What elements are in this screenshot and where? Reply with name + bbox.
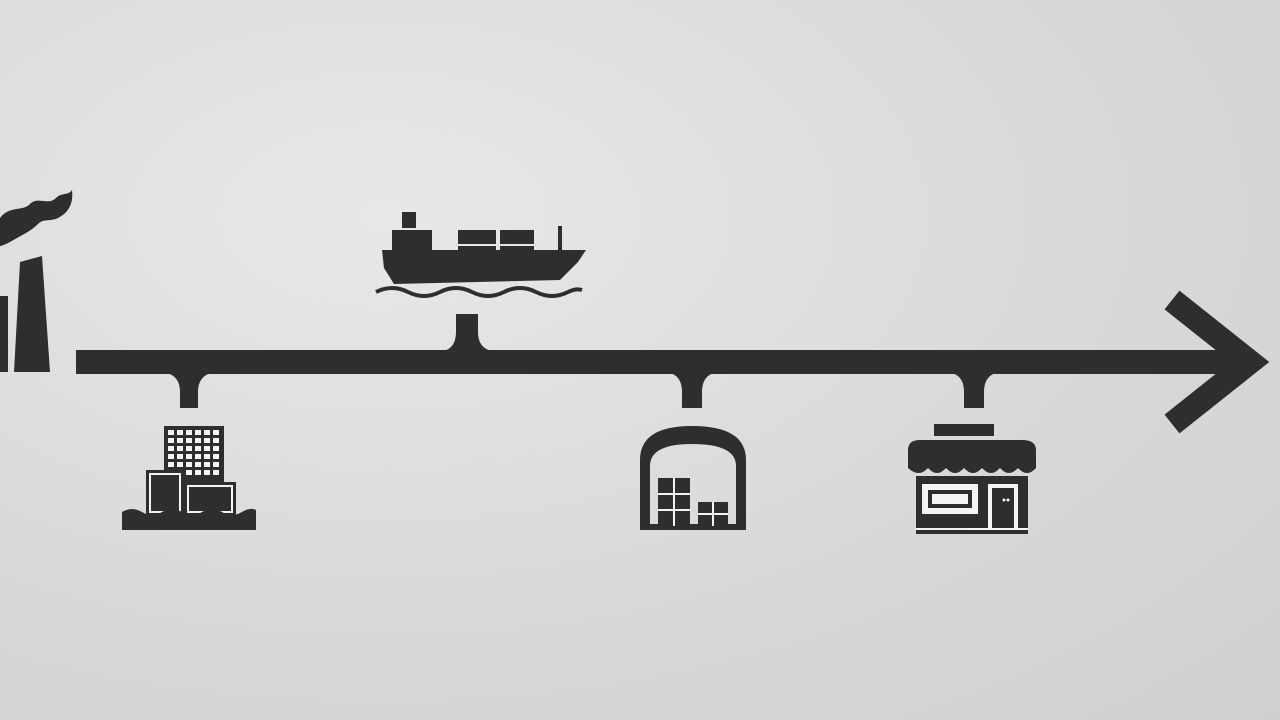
office-window <box>204 446 210 451</box>
office-window <box>177 446 183 451</box>
ship-mast <box>558 226 562 250</box>
office-window <box>204 462 210 467</box>
low-building-left <box>146 470 184 516</box>
office-window <box>168 462 174 467</box>
office-window <box>195 470 201 475</box>
store-awning <box>908 440 1036 473</box>
store-window-pane <box>932 494 968 504</box>
connector-warehouse <box>662 372 722 408</box>
warehouse-boxes <box>658 478 728 526</box>
store-base-line <box>916 528 1028 530</box>
office-window <box>186 454 192 459</box>
office-window <box>168 430 174 435</box>
office-window <box>213 430 219 435</box>
connector-port-city <box>158 372 220 408</box>
office-window <box>168 438 174 443</box>
office-window <box>177 462 183 467</box>
factory-smoke <box>0 190 73 246</box>
timeline-arrow <box>76 290 1270 434</box>
timeline-line <box>76 350 1238 374</box>
office-window <box>195 446 201 451</box>
office-window <box>213 446 219 451</box>
store-door-inner <box>992 488 1014 530</box>
office-window <box>186 470 192 475</box>
ship-water <box>375 286 583 298</box>
factory-chimney <box>14 256 50 372</box>
ship-funnel <box>402 212 416 228</box>
office-window <box>213 454 219 459</box>
office-window <box>213 470 219 475</box>
office-window <box>195 430 201 435</box>
office-window <box>204 470 210 475</box>
office-window <box>186 430 192 435</box>
office-window <box>186 446 192 451</box>
connectors <box>158 314 1004 408</box>
office-window <box>177 438 183 443</box>
cargo-ship-icon <box>375 212 586 298</box>
office-window <box>195 462 201 467</box>
office-window <box>204 454 210 459</box>
office-windows <box>168 430 219 475</box>
store-sign <box>934 424 994 436</box>
office-window <box>177 454 183 459</box>
port-city-icon <box>122 426 256 530</box>
office-window <box>195 454 201 459</box>
office-window <box>168 454 174 459</box>
office-window <box>186 438 192 443</box>
ship-bridge <box>392 230 432 252</box>
office-window <box>186 462 192 467</box>
factory-icon <box>0 190 73 372</box>
warehouse-floor <box>640 524 746 530</box>
port-water <box>122 508 256 530</box>
connector-ship <box>436 314 500 352</box>
warehouse-icon <box>640 426 746 530</box>
arrowhead <box>1164 290 1270 434</box>
office-window <box>204 438 210 443</box>
ship-hull <box>382 250 586 284</box>
office-window <box>177 430 183 435</box>
store-door-knob-2 <box>1006 498 1010 502</box>
office-window <box>213 462 219 467</box>
warehouse-arch <box>640 426 746 528</box>
factory-stub <box>0 296 8 372</box>
store-door-knob <box>1002 498 1006 502</box>
office-window <box>204 430 210 435</box>
storefront-icon <box>908 424 1036 534</box>
office-window <box>213 438 219 443</box>
connector-store <box>944 372 1004 408</box>
office-window <box>195 438 201 443</box>
office-window <box>168 446 174 451</box>
